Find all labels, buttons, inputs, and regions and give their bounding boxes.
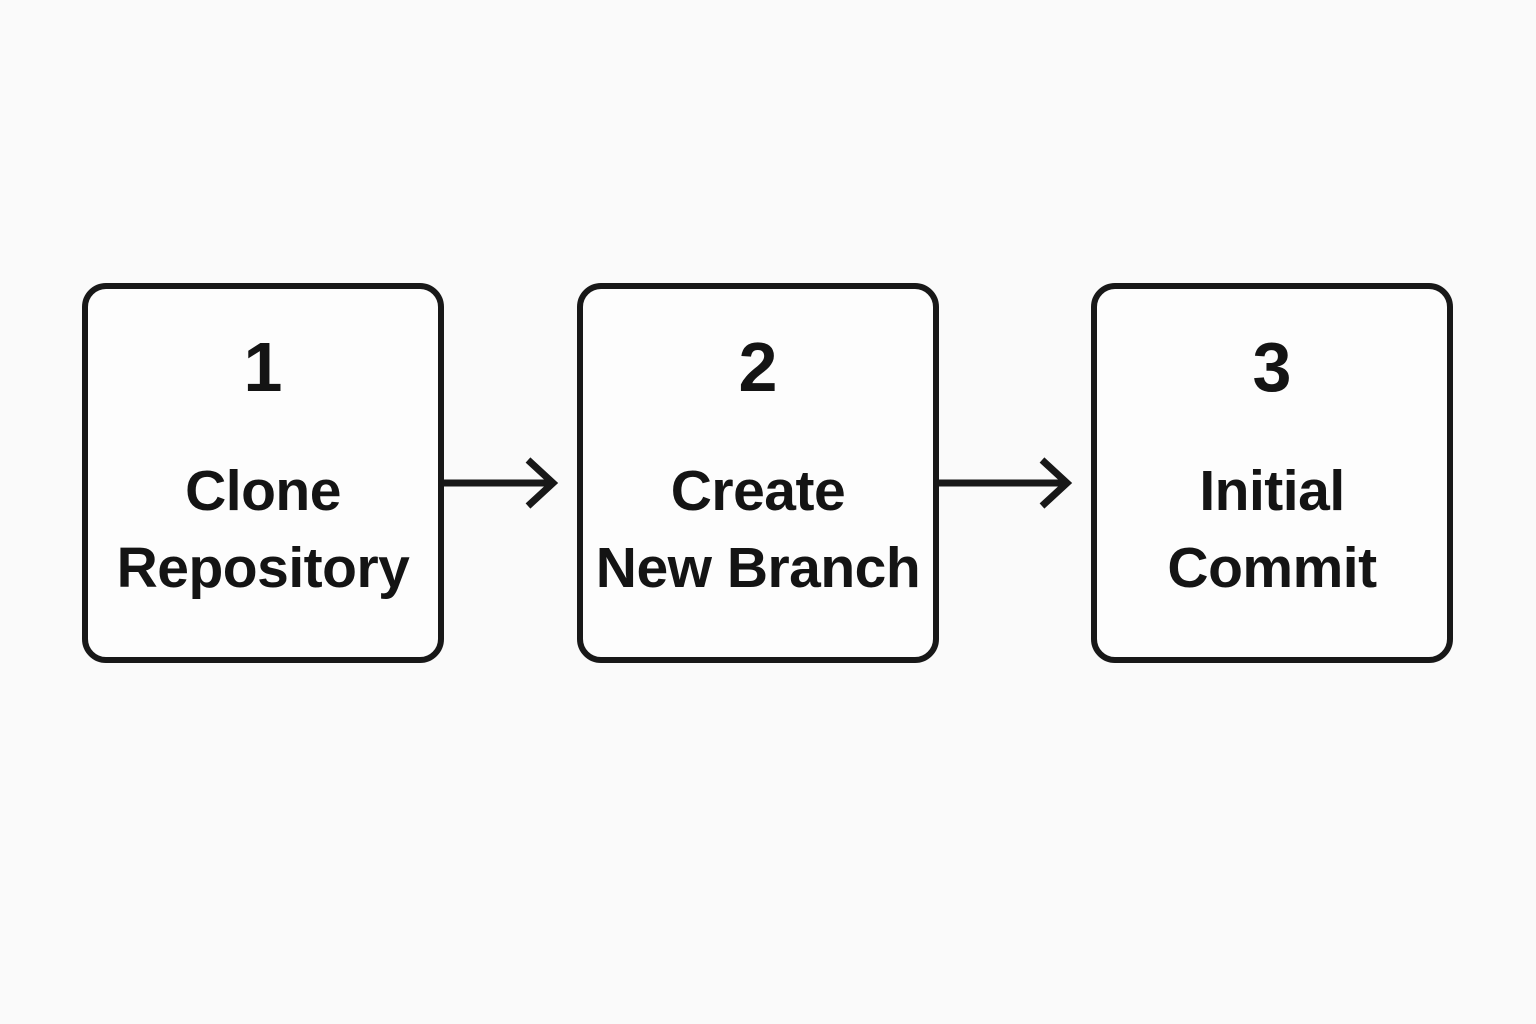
step-number: 3 (1252, 328, 1292, 406)
step-number: 1 (243, 328, 283, 406)
step-box-create-new-branch: 2 Create New Branch (577, 283, 939, 663)
step-label-line-2: Repository (116, 536, 410, 600)
step-label-line-1: Create (670, 459, 846, 523)
step-label-line-1: Clone (185, 459, 341, 523)
step-label: Create New Branch (595, 453, 921, 607)
step-box-initial-commit: 3 Initial Commit (1091, 283, 1453, 663)
step-box-clone-repository: 1 Clone Repository (82, 283, 444, 663)
step-label: Clone Repository (117, 453, 410, 607)
step-label-line-1: Initial (1199, 459, 1345, 523)
step-label: Initial Commit (1167, 453, 1377, 607)
step-label-line-2: New Branch (595, 536, 921, 600)
step-number: 2 (738, 328, 778, 406)
arrow-right-icon (934, 457, 1073, 509)
step-label-line-2: Commit (1167, 536, 1377, 600)
arrow-right-icon (439, 457, 559, 509)
